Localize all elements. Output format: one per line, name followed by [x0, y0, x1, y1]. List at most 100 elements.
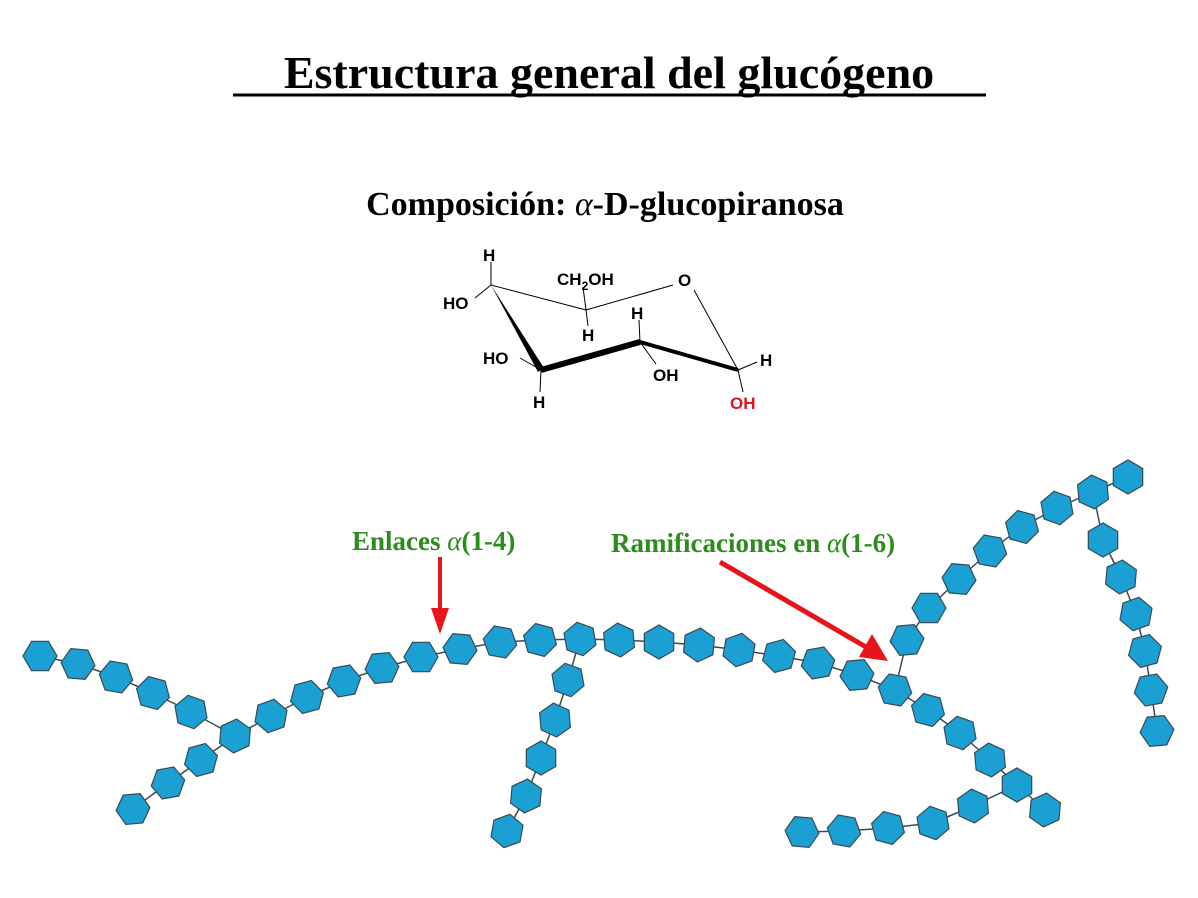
hexagon-icon — [551, 662, 585, 698]
hexagon-icon — [115, 792, 151, 826]
hexagon-icon — [254, 698, 288, 734]
hexagon-icon — [364, 651, 400, 685]
bond-c3-ho — [519, 357, 542, 371]
label14-prefix: Enlaces — [352, 526, 447, 556]
label14-suffix: (1-4) — [461, 526, 515, 556]
hexagon-icon — [972, 534, 1008, 568]
hexagon-icon — [943, 715, 977, 751]
hexagon-icon — [403, 641, 439, 673]
hexagon-icon — [490, 813, 524, 849]
atom-h-c1: H — [760, 351, 772, 370]
page-title: Estructura general del glucógeno — [284, 47, 934, 98]
label16-suffix: (1-6) — [841, 528, 895, 558]
hexagon-icon — [1127, 633, 1163, 669]
hexagon-icon — [482, 625, 518, 659]
bond-c3-h — [539, 369, 542, 393]
hexagon-icon — [643, 624, 675, 660]
hexagon-icon — [722, 632, 756, 668]
atom-ho-c3: HO — [483, 349, 509, 368]
atom-h-c5: H — [582, 326, 594, 345]
ring-bond-c2-c1 — [639, 340, 739, 372]
hexagon-icon — [1112, 459, 1144, 495]
hexagon-icon — [563, 621, 597, 657]
atom-anomeric-oh: OH — [730, 394, 756, 413]
ring-bond-c5-o — [585, 284, 674, 311]
atom-ho-left: HO — [443, 294, 469, 313]
hexagon-icon — [602, 622, 636, 658]
hexagon-icon — [1139, 714, 1175, 748]
hexagon-icon — [1028, 792, 1062, 828]
ring-bond-c4-c5 — [490, 284, 587, 311]
hexagon-icon — [1040, 490, 1074, 526]
hexagon-icon — [98, 660, 134, 694]
hexagon-icon — [784, 815, 820, 849]
arrow16-shaft — [718, 559, 868, 650]
hexagon-icon — [509, 778, 543, 814]
ch2oh-tail: OH — [588, 270, 614, 289]
hexagon-icon — [941, 562, 977, 596]
hexagon-icon — [877, 673, 913, 707]
hexagon-icon — [538, 702, 572, 738]
atom-oh-c2: OH — [653, 366, 679, 385]
bond-c2-oh — [639, 341, 657, 365]
arrow-icon — [431, 557, 449, 634]
hexagon-icon — [839, 658, 875, 692]
hexagon-icon — [1133, 673, 1169, 707]
arrow-icon — [718, 559, 888, 661]
bond-c4-ho — [474, 284, 492, 299]
hexagon-icon — [800, 646, 836, 680]
hexagon-icon — [761, 638, 797, 674]
bond-c2-h — [638, 319, 641, 343]
hexagon-icon — [60, 647, 96, 681]
hexagon-icon — [1004, 509, 1040, 545]
glycogen-chains — [22, 459, 1175, 849]
atom-h-c3: H — [533, 393, 545, 412]
hexagon-icon — [442, 632, 478, 666]
atom-ring-oxygen: O — [678, 271, 691, 290]
hexagon-icon — [326, 664, 362, 698]
hexagon-icon — [910, 692, 946, 728]
subtitle-suffix: -D-glucopiranosa — [593, 186, 844, 223]
label14-alpha: α — [447, 526, 462, 556]
hexagon-icon — [826, 814, 862, 848]
hexagon-icon — [183, 742, 219, 778]
hexagon-icon — [889, 623, 925, 657]
hexagon-icon — [135, 675, 171, 711]
hexagon-icon — [150, 766, 186, 800]
hexagon-icon — [1104, 559, 1138, 595]
alpha-1-6-branches-label: Ramificaciones en α(1-6) — [611, 528, 895, 558]
bond-c1-h — [737, 361, 758, 371]
hexagon-icon — [289, 679, 325, 715]
ch2oh-subscript: 2 — [582, 279, 589, 293]
atom-h-top: H — [483, 246, 495, 265]
hexagon-icon — [218, 718, 252, 754]
atom-ch2oh: CH2OH — [557, 270, 614, 293]
composition-subtitle: Composición: α-D-glucopiranosa — [366, 186, 844, 223]
subtitle-prefix: Composición: — [366, 186, 575, 223]
label16-alpha: α — [827, 528, 842, 558]
ch2oh-base: CH — [557, 270, 582, 289]
bond-c5-ch2oh — [582, 286, 587, 311]
hexagon-icon — [956, 788, 990, 824]
alpha-1-4-bonds-label: Enlaces α(1-4) — [352, 526, 515, 556]
hexagon-icon — [682, 627, 716, 663]
hexagon-icon — [1001, 767, 1033, 803]
ring-bond-c4-c3-wedge — [491, 285, 544, 372]
hexagon-icon — [973, 742, 1007, 778]
subtitle-alpha: α — [575, 186, 594, 223]
atom-h-c2: H — [631, 304, 643, 323]
hexagon-icon — [522, 622, 558, 658]
hexagon-icon — [870, 810, 906, 846]
ring-bond-c3-c2 — [540, 339, 641, 373]
arrow14-head — [431, 608, 449, 634]
hexagon-icon — [1119, 596, 1153, 632]
hexagon-icon — [22, 640, 58, 672]
glucopyranose-structure: H HO CH2OH O H H HO OH H H OH — [443, 246, 772, 413]
bond-c1-oh — [737, 369, 744, 393]
hexagon-icon — [1076, 474, 1110, 510]
label16-prefix: Ramificaciones en — [611, 528, 827, 558]
ring-bond-o-c1 — [693, 289, 739, 371]
arrow16-head — [859, 634, 888, 661]
hexagon-icon — [916, 805, 950, 841]
